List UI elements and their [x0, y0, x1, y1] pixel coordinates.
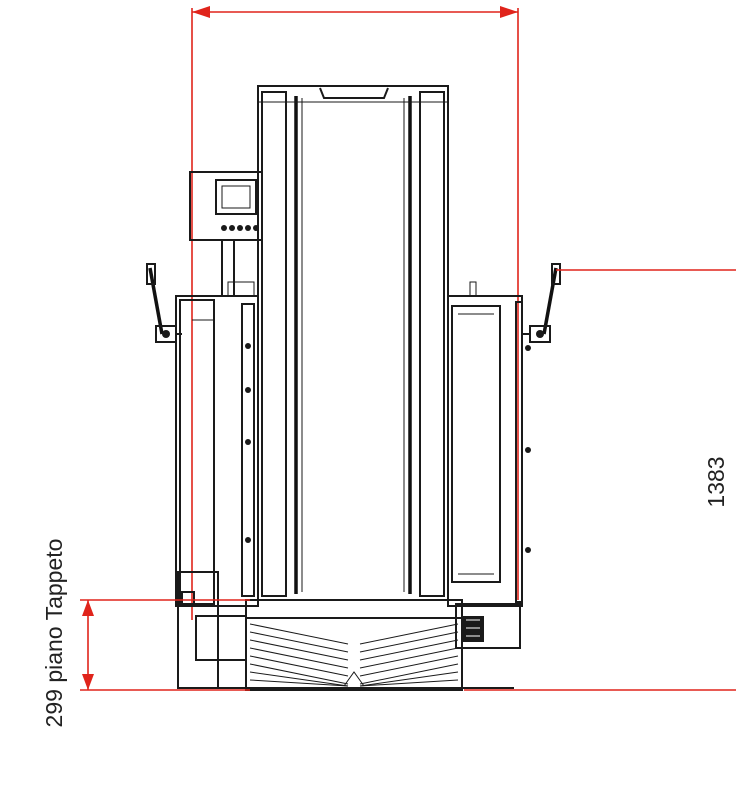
height-dimension-label: 1383 [703, 456, 729, 507]
control-panel [189, 171, 263, 297]
chevron-stripe [359, 639, 459, 661]
chevron-stripe [249, 655, 349, 677]
base-chevron [196, 599, 514, 691]
chevron-stripe [359, 631, 459, 653]
belt-height-dimension [80, 599, 250, 691]
chevron-stripe [249, 623, 349, 645]
central-column [257, 85, 449, 601]
belt-height-dimension-label: 299 piano Tappeto [41, 539, 67, 728]
chevron-stripe [249, 647, 349, 669]
chevron-stripe [249, 663, 349, 685]
width-dimension [191, 6, 519, 620]
chevron-stripe [359, 663, 459, 685]
chevron-stripe [359, 671, 459, 687]
chevron-stripe [359, 647, 459, 669]
chevron-stripe [249, 631, 349, 653]
left-lever-handle [146, 263, 182, 343]
chevron-stripe [359, 623, 459, 645]
chevron-stripe [249, 679, 349, 687]
right-lever-handle [522, 263, 561, 343]
chevron-center [343, 671, 365, 687]
right-tank [447, 281, 531, 649]
chevron-stripe [249, 671, 349, 687]
chevron-stripe [359, 655, 459, 677]
chevron-stripe [359, 679, 459, 687]
chevron-stripe [249, 639, 349, 661]
height-dimension [464, 269, 736, 691]
